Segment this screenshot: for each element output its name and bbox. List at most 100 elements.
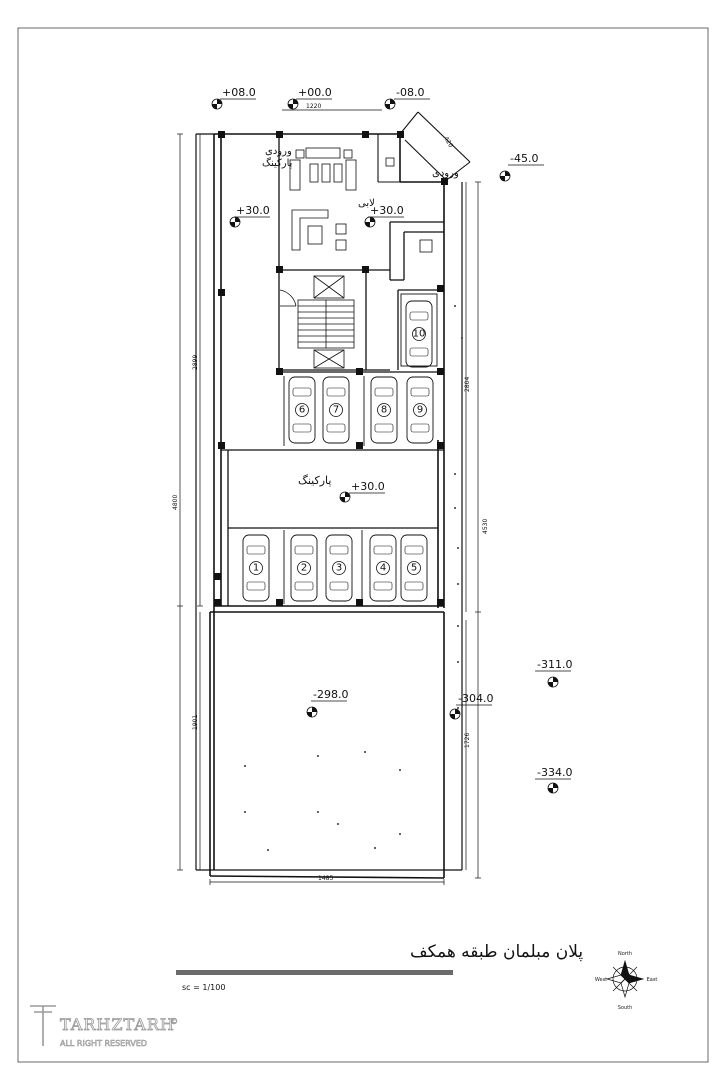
level-symbol-fill <box>385 99 395 109</box>
car-body <box>369 534 397 602</box>
site-points <box>244 305 463 851</box>
scale-label: sc = 1/100 <box>182 983 225 992</box>
parking-space-number: 7 <box>333 405 339 416</box>
space-number-circle <box>295 403 309 417</box>
parking-space-number: 2 <box>301 563 307 574</box>
level-marker: -311.0 <box>535 658 572 688</box>
car-window <box>329 545 349 555</box>
car-window <box>246 545 266 555</box>
dim-wing: 420 <box>442 136 454 150</box>
compass-west: West <box>595 977 607 983</box>
level-marker: +00.0 <box>287 86 332 110</box>
level-marker: -304.0 <box>449 692 493 720</box>
logo-tagline: ALL RIGHT RESERVED <box>60 1039 147 1048</box>
logo-copyright-mark: © <box>170 1017 178 1026</box>
dim-lower-left: 1901 <box>192 715 199 730</box>
level-value: -45.0 <box>510 152 538 165</box>
level-value: +08.0 <box>222 86 256 99</box>
car-window <box>326 423 346 433</box>
level-marker: +30.0 <box>229 204 270 228</box>
level-markers: +08.0 +00.0 -08.0 -45.0 +30.0 +30.0 +30.0 -298.… <box>211 86 572 794</box>
car-body <box>400 534 428 602</box>
level-marker: -334.0 <box>535 766 572 794</box>
parking-space-number: 8 <box>381 405 387 416</box>
space-number-circle <box>376 561 390 575</box>
level-symbol-fill <box>230 217 240 227</box>
level-value: -334.0 <box>537 766 572 779</box>
dim-total-left: 4800 <box>172 495 179 510</box>
car-body <box>242 534 270 602</box>
level-symbol-fill <box>365 217 375 227</box>
level-value: -298.0 <box>313 688 348 701</box>
label-entrance: ورودی <box>432 168 459 179</box>
stair-core <box>279 275 355 369</box>
parking-space-number: 6 <box>299 405 305 416</box>
car-window <box>374 423 394 433</box>
car-body <box>290 534 318 602</box>
level-value: -08.0 <box>396 86 424 99</box>
parked-car: 8 <box>370 376 398 444</box>
car-window <box>294 581 314 591</box>
level-value: -311.0 <box>537 658 572 671</box>
site-boundary <box>195 133 463 871</box>
car-window <box>409 311 429 321</box>
structural-columns <box>214 131 448 606</box>
level-marker: -298.0 <box>306 688 348 718</box>
level-value: +30.0 <box>236 204 270 217</box>
dim-lower-right: 1726 <box>464 733 471 748</box>
label-lobby: لابی <box>358 198 375 209</box>
parked-car: 2 <box>290 534 318 602</box>
level-symbol-fill <box>340 492 350 502</box>
parked-car: 6 <box>288 376 316 444</box>
tarhztarh-logo: TARHZTARH ALL RIGHT RESERVED © <box>30 1005 178 1048</box>
logo-name: TARHZTARH <box>60 1015 175 1034</box>
building-walls <box>209 133 445 879</box>
parked-car: 5 <box>400 534 428 602</box>
car-window <box>294 545 314 555</box>
level-value: +30.0 <box>370 204 404 217</box>
car-window <box>404 545 424 555</box>
parking-space-number: 3 <box>336 563 342 574</box>
dim-upper-left: 2899 <box>192 355 199 370</box>
level-marker: +30.0 <box>339 480 385 503</box>
space-number-circle <box>377 403 391 417</box>
car-window <box>373 545 393 555</box>
interior-walls <box>221 134 444 606</box>
lobby-furniture <box>289 147 433 253</box>
car-window <box>246 581 266 591</box>
label-parking-entrance-1: ورودی <box>265 146 292 157</box>
drawing-title: پلان مبلمان طبقه همکف <box>410 942 583 962</box>
label-parking: پارکینگ <box>298 474 331 487</box>
car-window <box>326 387 346 397</box>
level-symbol-fill <box>500 171 510 181</box>
space-number-circle <box>412 327 426 341</box>
level-symbol-fill <box>548 783 558 793</box>
car-window <box>410 423 430 433</box>
dim-upper-right: 2804 <box>464 377 471 392</box>
dim-top: 1220 <box>306 103 321 110</box>
parking-space-number: 10 <box>413 329 426 340</box>
level-symbol-fill <box>450 709 460 719</box>
parking-space-number: 1 <box>253 563 259 574</box>
level-value: -304.0 <box>458 692 493 705</box>
space-number-circle <box>297 561 311 575</box>
parked-car: 9 <box>406 376 434 444</box>
car-window <box>404 581 424 591</box>
space-number-circle <box>249 561 263 575</box>
car-window <box>329 581 349 591</box>
title-underline <box>176 970 453 975</box>
level-symbol-fill <box>288 99 298 109</box>
entrance-wing <box>377 111 471 183</box>
car-window <box>292 387 312 397</box>
level-symbol-fill <box>307 707 317 717</box>
parking-space-number: 5 <box>411 563 417 574</box>
compass-north: North <box>618 951 632 957</box>
parked-car: 7 <box>322 376 350 444</box>
car-body <box>406 376 434 444</box>
dimension-lines <box>177 109 481 885</box>
level-marker: +08.0 <box>211 86 256 110</box>
parked-car: 3 <box>325 534 353 602</box>
label-parking-entrance-2: پارکینگ <box>262 157 293 169</box>
